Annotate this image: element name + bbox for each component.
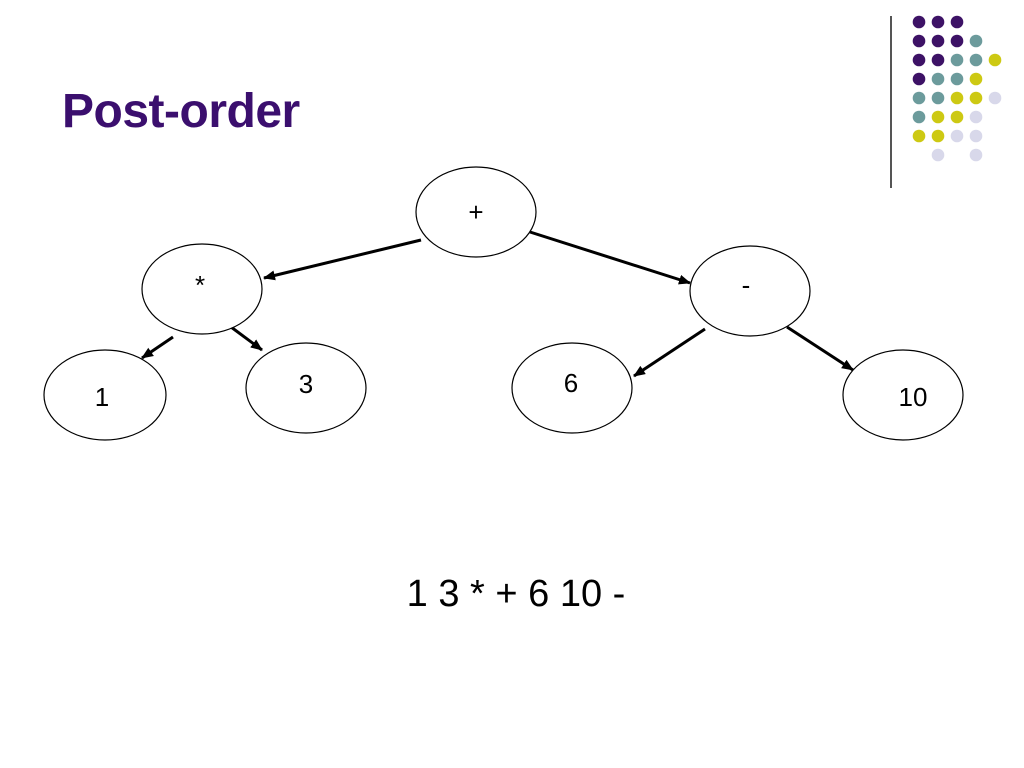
tree-node-ellipse [43,349,167,441]
tree-node-label: + [468,197,483,227]
decorative-dot [969,148,983,162]
tree-node-multiply: * [141,243,263,335]
tree-edge-arrow [141,335,174,360]
decorative-dot [950,53,964,67]
decorative-dot [912,129,926,143]
tree-node-10: 10 [842,349,964,441]
decorative-dot [950,15,964,29]
tree-node-plus: + [415,166,537,258]
tree-node-label: * [195,270,205,300]
tree-node-minus: - [689,245,811,337]
post-order-expression: 1 3 * + 6 10 - [406,573,626,615]
tree-node-label: 3 [299,369,313,399]
decorative-dot [912,53,926,67]
decorative-dot [931,53,945,67]
decorative-dot [969,34,983,48]
tree-node-ellipse [245,342,367,434]
decorative-dot [950,91,964,105]
decorative-dot [969,91,983,105]
tree-edge-arrow [633,327,706,378]
decorative-dot [931,148,945,162]
tree-node-label: 1 [95,382,109,412]
decorative-dot [931,34,945,48]
tree-node-ellipse [415,166,537,258]
tree-node-ellipse [141,243,263,335]
tree-edge-arrow [529,230,691,285]
tree-edge-arrow [786,325,854,372]
tree-edge-arrow [263,238,422,281]
decorative-dot [988,91,1002,105]
tree-node-ellipse [511,342,633,434]
decorative-dot [931,129,945,143]
tree-node-ellipse [689,245,811,337]
tree-node-label: - [742,270,751,300]
decorative-dot [950,110,964,124]
tree-node-label: 6 [564,368,578,398]
decorative-dot [969,129,983,143]
decorative-dot [931,15,945,29]
decorative-divider-line [890,16,892,188]
tree-node-ellipse [842,349,964,441]
slide-title: Post-order [62,85,300,138]
tree-node-6: 6 [511,342,633,434]
tree-node-3: 3 [245,342,367,434]
decorative-dot [969,110,983,124]
decorative-dot [969,53,983,67]
decorative-dot-grid [912,15,1002,162]
decorative-dot [931,72,945,86]
tree-node-1: 1 [43,349,167,441]
tree-node-label: 10 [899,382,928,412]
decorative-dot [912,72,926,86]
tree-edge-arrow [230,325,263,352]
decorative-dot [988,53,1002,67]
decorative-dot [912,34,926,48]
decorative-dot [912,110,926,124]
decorative-dot [969,72,983,86]
decorative-dot [950,129,964,143]
decorative-dot [912,15,926,29]
decorative-dot [931,110,945,124]
decorative-dot [912,91,926,105]
decorative-dot [931,91,945,105]
decorative-dot [950,72,964,86]
decorative-dot [950,34,964,48]
